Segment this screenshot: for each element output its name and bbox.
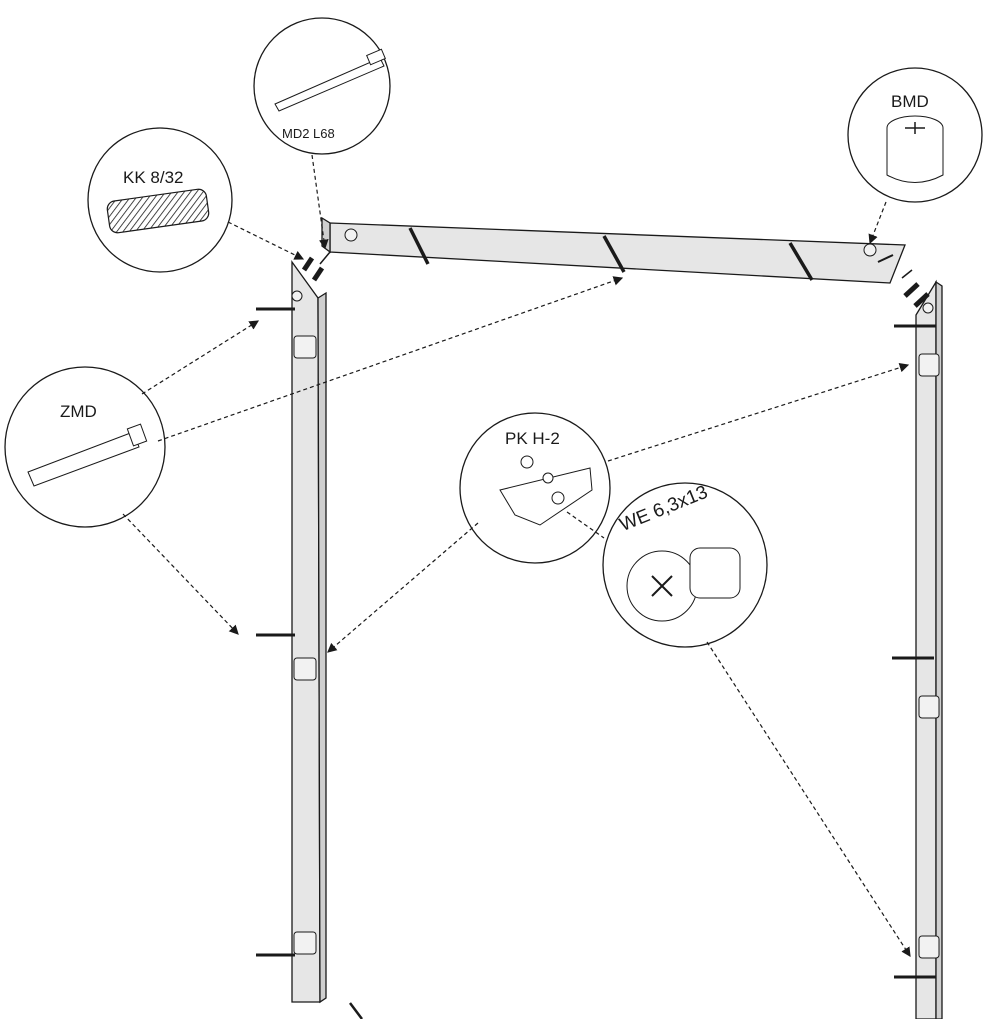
label-kk: KK 8/32 <box>123 168 184 187</box>
hinge-plate-icon <box>293 931 317 955</box>
cam-fitting-icon <box>922 302 934 314</box>
label-pk: PK H-2 <box>505 429 560 448</box>
label-md2: MD2 L68 <box>282 126 335 141</box>
hinge-plate-icon <box>499 455 593 526</box>
hinge-plate-icon <box>293 335 317 359</box>
bolt-icon <box>788 242 814 281</box>
cam-fitting-icon <box>291 290 303 302</box>
expansion-bolt-icon <box>27 423 148 487</box>
wooden-dowel-icon <box>106 188 210 234</box>
hinge-plate-icon <box>293 657 317 681</box>
label-zmd: ZMD <box>60 402 97 421</box>
cam-lock-icon <box>886 115 944 183</box>
zmd-bubble <box>4 366 166 528</box>
bolt-icon <box>602 235 626 273</box>
arrow-lines <box>122 154 911 958</box>
hinge-plate-icon <box>918 935 940 959</box>
connector-bolt-icon <box>274 48 386 112</box>
label-bmd: BMD <box>891 92 929 111</box>
euro-screw-icon <box>626 547 741 622</box>
top-panel <box>321 216 906 284</box>
left-panel <box>256 251 331 1004</box>
right-panel <box>892 269 943 1020</box>
bolt-icon <box>408 227 430 265</box>
hinge-plate-icon <box>918 695 940 719</box>
cam-fitting-icon <box>863 243 877 257</box>
cam-fitting-icon <box>344 228 358 242</box>
hinge-plate-icon <box>918 353 940 377</box>
